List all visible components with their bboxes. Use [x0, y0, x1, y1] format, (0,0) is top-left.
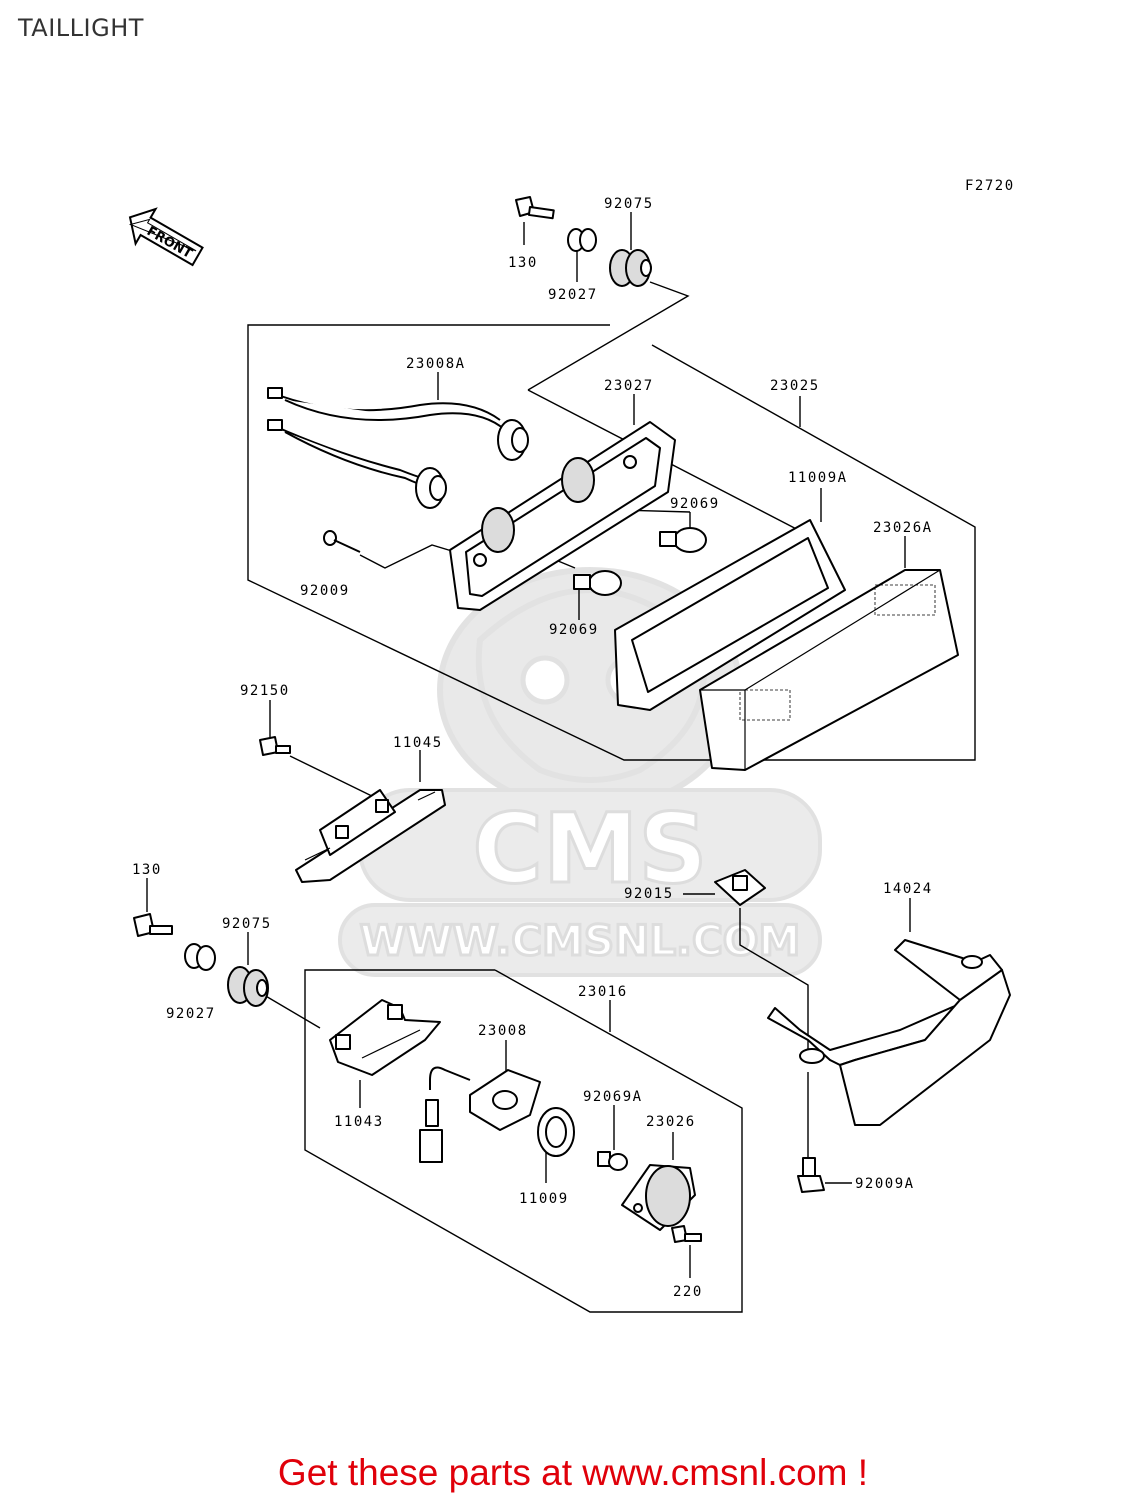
- wiring-harness-23008A-icon: [267, 387, 529, 509]
- grommet-92075-top-icon: [609, 249, 652, 287]
- part-label-220: 220: [673, 1284, 703, 1300]
- part-label-92069-lower: 92069: [549, 622, 599, 638]
- page-title: TAILLIGHT: [18, 14, 144, 42]
- bolt-92009A-icon: [797, 1157, 825, 1193]
- collar-92027-bottom-icon: [184, 943, 216, 971]
- lens-23026-icon: [621, 1164, 696, 1231]
- fender-14024-icon: [767, 939, 1011, 1126]
- gasket-11009A-icon: [614, 519, 846, 711]
- part-label-23008: 23008: [478, 1023, 528, 1039]
- grommet-92075-bottom-icon: [227, 966, 269, 1007]
- bulb-92069-lower-icon: [573, 570, 622, 596]
- socket-23008-icon: [419, 1066, 541, 1163]
- bulb-92069-upper-icon: [659, 527, 707, 553]
- clip-nut-92015-icon: [714, 869, 766, 906]
- front-arrow-icon: FRONT: [128, 207, 204, 267]
- bolt-130-top-icon: [515, 196, 555, 220]
- part-label-23008A: 23008A: [406, 356, 466, 372]
- part-label-130-top: 130: [508, 255, 538, 271]
- part-label-11043: 11043: [334, 1114, 384, 1130]
- watermark-url: WWW.CMSNL.COM: [360, 916, 801, 965]
- promo-link-text[interactable]: Get these parts at www.cmsnl.com !: [277, 1452, 869, 1493]
- part-label-92015: 92015: [624, 886, 674, 902]
- bolt-130-bottom-icon: [133, 913, 173, 937]
- light-housing-23027-icon: [449, 421, 676, 611]
- part-label-92069A: 92069A: [583, 1089, 643, 1105]
- part-label-92075-top: 92075: [604, 196, 654, 212]
- part-label-130-bottom: 130: [132, 862, 162, 878]
- part-label-11009A: 11009A: [788, 470, 848, 486]
- part-label-23025: 23025: [770, 378, 820, 394]
- part-label-11045: 11045: [393, 735, 443, 751]
- bracket-11045-icon: [295, 789, 446, 883]
- gasket-11009-icon: [537, 1107, 575, 1157]
- part-label-23027: 23027: [604, 378, 654, 394]
- bulb-92069A-icon: [597, 1151, 628, 1171]
- collar-92027-top-icon: [567, 228, 597, 252]
- screw-92009-icon: [323, 530, 361, 553]
- part-label-23016: 23016: [578, 984, 628, 1000]
- part-label-92075-bottom: 92075: [222, 916, 272, 932]
- screw-220-icon: [671, 1225, 702, 1243]
- part-label-92027-top: 92027: [548, 287, 598, 303]
- part-label-92069-upper: 92069: [670, 496, 720, 512]
- figure-code: F2720: [965, 178, 1015, 194]
- watermark-brand: CMS: [472, 793, 707, 905]
- part-label-14024: 14024: [883, 881, 933, 897]
- lens-23026A-icon: [699, 569, 959, 771]
- part-label-92009: 92009: [300, 583, 350, 599]
- bracket-11043-icon: [329, 999, 441, 1076]
- part-label-92009A: 92009A: [855, 1176, 915, 1192]
- bolt-92150-icon: [259, 736, 291, 756]
- part-labels: 130 92027 92075 23008A 23027 23025 11009…: [132, 196, 933, 1300]
- part-label-92150: 92150: [240, 683, 290, 699]
- part-label-92027-bottom: 92027: [166, 1006, 216, 1022]
- part-label-23026A: 23026A: [873, 520, 933, 536]
- part-label-11009: 11009: [519, 1191, 569, 1207]
- part-label-23026: 23026: [646, 1114, 696, 1130]
